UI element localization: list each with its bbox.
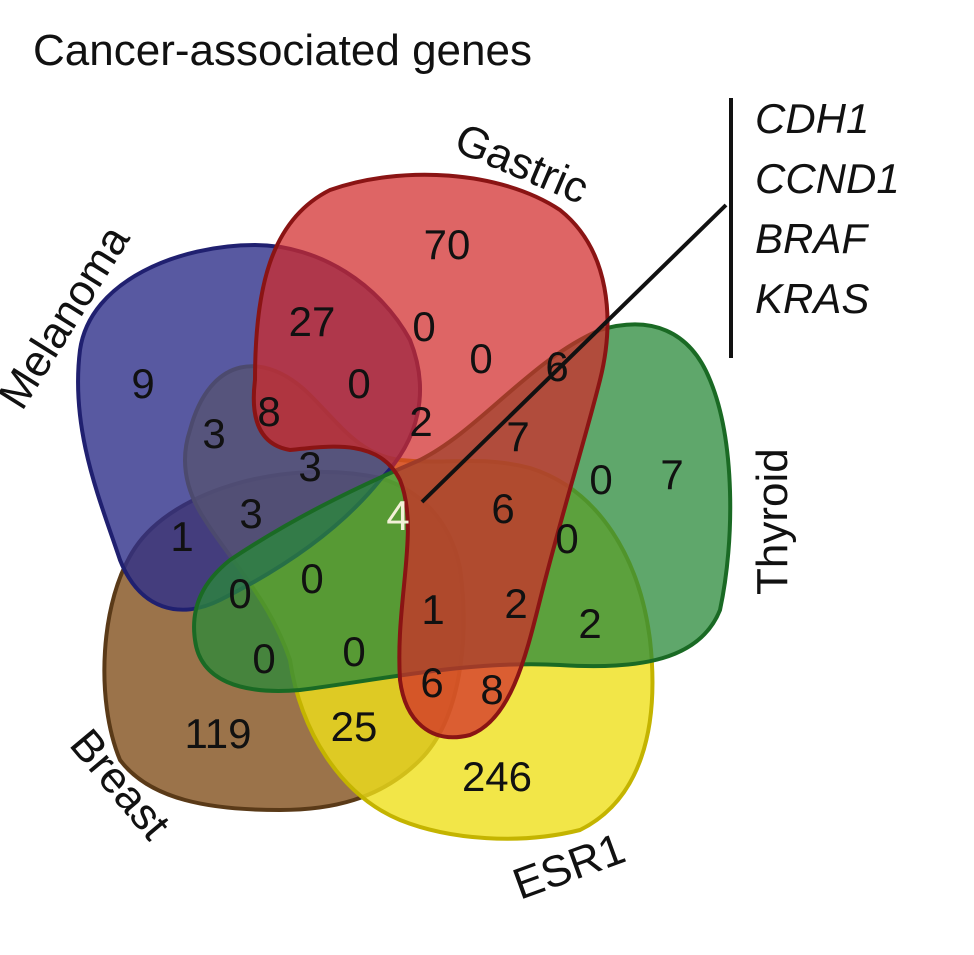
region-count: 7 [660,451,683,498]
region-count: 1 [421,586,444,633]
region-counts: 9 70 7 246 119 27 0 0 6 3 8 0 2 3 7 4 0 … [131,221,683,800]
region-count: 0 [555,515,578,562]
region-count: 0 [347,360,370,407]
callout-gene: CCND1 [755,155,900,202]
region-count: 2 [504,580,527,627]
callout-gene: KRAS [755,275,869,322]
region-count: 8 [257,388,280,435]
region-count: 0 [228,570,251,617]
region-count: 0 [412,303,435,350]
set-shapes [76,172,733,841]
set-label-thyroid: Thyroid [748,448,797,595]
region-count: 0 [589,456,612,503]
region-count-center: 4 [386,492,409,539]
callout-pointer-line [420,203,728,504]
region-count: 7 [506,413,529,460]
callout-gene: CDH1 [755,95,869,142]
region-count: 0 [469,335,492,382]
region-count: 6 [545,343,568,390]
callout-gene: BRAF [755,215,869,262]
region-count: 70 [424,221,471,268]
region-count: 27 [289,298,336,345]
region-count: 0 [342,628,365,675]
diagram-title: Cancer-associated genes [33,26,532,75]
region-count: 8 [480,666,503,713]
region-count: 2 [409,398,432,445]
region-count: 246 [462,753,532,800]
region-count: 3 [202,410,225,457]
region-count: 3 [239,490,262,537]
region-count: 1 [170,513,193,560]
region-count: 6 [420,659,443,706]
gene-callout: CDH1 CCND1 BRAF KRAS [420,95,900,504]
region-count: 0 [252,635,275,682]
region-count: 3 [298,443,321,490]
region-count: 0 [300,555,323,602]
region-count: 9 [131,360,154,407]
region-count: 119 [185,710,252,757]
region-count: 6 [491,485,514,532]
region-count: 25 [331,703,378,750]
region-count: 2 [578,600,601,647]
set-shape-gastric [251,172,610,740]
